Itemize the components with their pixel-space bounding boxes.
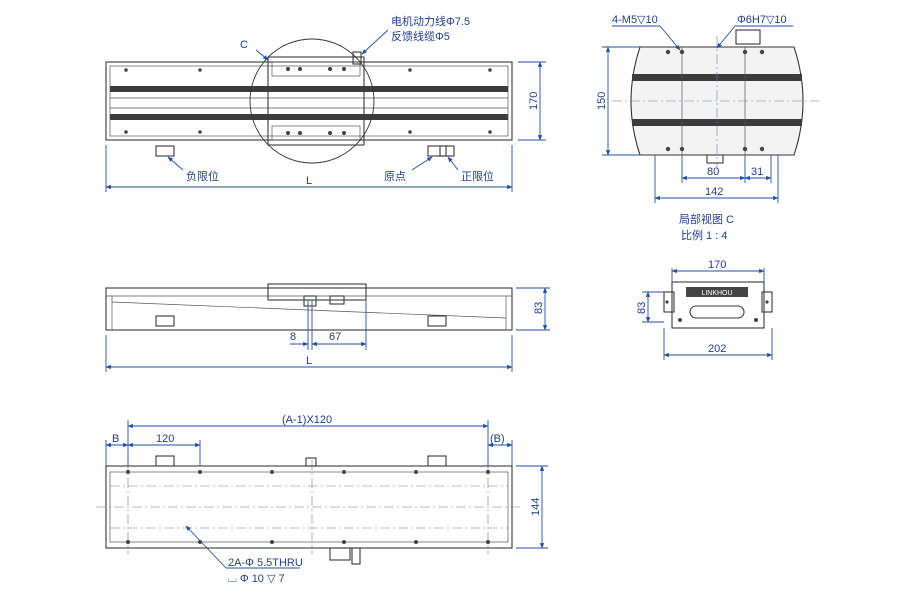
- top-rail-upper: [110, 86, 508, 92]
- end-height-dim: 150: [596, 92, 608, 110]
- side-dim-8: 8: [290, 331, 296, 343]
- logo-plate: [686, 287, 748, 297]
- detail-marker-label: C: [240, 39, 248, 51]
- top-rail-lower: [110, 114, 508, 120]
- logo-text: LINKHOU: [701, 290, 732, 297]
- neg-limit-sensor: [155, 145, 175, 157]
- pitch-dim: (A-1)X120: [282, 414, 332, 426]
- cable-feedback-label: 反馈线缆Φ5: [391, 29, 450, 43]
- side-height-dim: 83: [533, 302, 545, 314]
- detail-caption-title: 局部视图 C: [679, 212, 734, 226]
- mount-holes: [126, 470, 490, 544]
- cable-power-label: 电机动力线Φ7.5: [391, 14, 470, 28]
- bottom-width-dim: 144: [530, 498, 542, 516]
- end-dim-31: 31: [751, 166, 763, 178]
- end-view: 4-M5▽10 Φ6H7▽10 150 80 31 142 局部视图 C 比例 …: [596, 14, 822, 242]
- b-left-dim: B: [112, 433, 119, 445]
- origin-label: 原点: [384, 170, 406, 183]
- top-height-dim: 170: [528, 92, 540, 110]
- cbore-callout: ⌴ Φ 10 ▽ 7: [228, 573, 285, 585]
- detail-circle-c: [249, 38, 375, 164]
- cable-connector: [352, 51, 362, 65]
- section-left-dim: 83: [636, 302, 648, 314]
- side-dim-67: 67: [329, 331, 341, 343]
- bottom-view: (A-1)X120 B 120 (B) 144 2A-Φ 5.5THRU ⌴ Φ…: [96, 414, 548, 585]
- dim-120: 120: [156, 433, 174, 445]
- end-width-dim: 142: [705, 186, 723, 198]
- pos-limit-sensor: [439, 145, 455, 157]
- section-view: LINKHOU 170 83 202: [636, 259, 773, 360]
- detail-caption-scale: 比例 1 : 4: [681, 228, 727, 242]
- neg-limit-label: 负限位: [186, 169, 219, 183]
- section-top-dim: 170: [708, 259, 726, 271]
- top-length-dim: L: [306, 175, 312, 187]
- side-carriage: [267, 283, 367, 301]
- end-dim-80: 80: [707, 166, 719, 178]
- origin-sensor: [427, 145, 447, 157]
- b-right-dim: (B): [490, 433, 505, 445]
- top-view: C 电机动力线Φ7.5 反馈线缆Φ5 170 L 负限位 原点 正限位: [105, 14, 546, 192]
- side-length-dim: L: [306, 355, 312, 367]
- side-view: 83 8 67 L: [105, 283, 550, 372]
- thread-callout: 4-M5▽10: [612, 14, 658, 26]
- pin-callout: Φ6H7▽10: [737, 14, 787, 26]
- pos-limit-label: 正限位: [461, 169, 494, 183]
- section-bottom-dim: 202: [708, 343, 726, 355]
- hole-callout: 2A-Φ 5.5THRU: [228, 557, 303, 569]
